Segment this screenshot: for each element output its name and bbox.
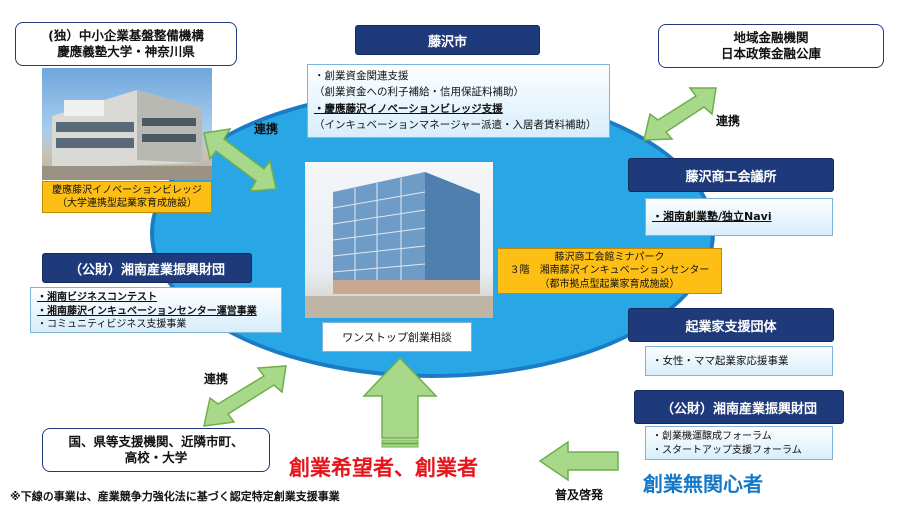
entrepreneur-support-list: ・女性・ママ起業家応援事業: [645, 346, 833, 376]
shonan-item-2: ・湘南藤沢インキュベーションセンター運営事業: [37, 305, 257, 317]
aspirants-label: 創業希望者、創業者: [289, 456, 478, 480]
org-line2: 高校・大学: [124, 450, 188, 465]
fujisawa-item-3: ・慶應藤沢イノベーションビレッジ支援: [314, 102, 503, 115]
keio-village-type: （大学連携型起業家育成施設）: [57, 198, 197, 209]
shonan-foundation-list: ・湘南ビジネスコンテスト ・湘南藤沢インキュベーションセンター運営事業 ・コミュ…: [30, 287, 282, 333]
org-line1: 地域金融機関: [733, 29, 809, 45]
chamber-header: 藤沢商工会議所: [628, 158, 834, 192]
fujisawa-city-title: 藤沢市: [427, 34, 467, 50]
onestop-consultation-box: ワンストップ創業相談: [322, 322, 472, 352]
keio-village-name: 慶應藤沢イノベーションビレッジ: [52, 184, 202, 196]
shonan-foundation-right-list: ・創業機運醸成フォーラム ・スタートアップ支援フォーラム: [645, 426, 833, 460]
shonan-item-1: ・湘南ビジネスコンテスト: [37, 292, 157, 303]
fukyu-label: 普及啓発: [555, 488, 604, 502]
footnote: ※下線の事業は、産業競争力強化法に基づく認定特定創業支援事業: [10, 490, 340, 503]
chamber-list: ・湘南創業塾/独立Navi: [645, 198, 833, 236]
keio-village-photo: [42, 68, 212, 180]
entrepreneur-support-header: 起業家支援団体: [628, 308, 834, 342]
minapark-name: 藤沢商工会館ミナパーク: [554, 251, 665, 263]
left-arrow-awareness: [538, 440, 619, 482]
fujisawa-item-1: ・創業資金関連支援: [314, 70, 409, 82]
onestop-label: ワンストップ創業相談: [342, 331, 452, 344]
shonan-foundation-title: （公財）湘南産業振興財団: [68, 262, 225, 278]
minapark-floor: ３階 湘南藤沢インキュベーションセンター: [509, 265, 710, 277]
org-smrj-keio-kanagawa: (独）中小企業基盤整備機構 慶應義塾大学・神奈川県: [15, 22, 237, 66]
uninterested-label: 創業無関心者: [643, 472, 763, 496]
shonan-foundation-header: （公財）湘南産業振興財団: [42, 253, 252, 283]
entrepreneur-support-title: 起業家支援団体: [685, 319, 777, 335]
shonan-foundation-right-title: （公財）湘南産業振興財団: [660, 401, 817, 417]
shonan-right-item-2: ・スタートアップ支援フォーラム: [652, 444, 802, 456]
org-regional-finance: 地域金融機関 日本政策金融公庫: [658, 24, 884, 68]
org-line2: 日本政策金融公庫: [720, 46, 821, 61]
shonan-item-3: ・コミュニティビジネス支援事業: [37, 319, 187, 330]
org-line1: (独）中小企業基盤整備機構: [48, 27, 204, 43]
up-arrow-to-consultation: [362, 356, 438, 448]
org-national-regional: 国、県等支援機関、近隣市町、 高校・大学: [42, 428, 270, 472]
double-arrow-bottom-left: [203, 365, 287, 427]
double-arrow-top-right: [643, 87, 717, 141]
fujisawa-item-4: （インキュベーションマネージャー派遣・入居者賃料補助）: [314, 118, 597, 131]
chamber-item: ・湘南創業塾/独立Navi: [652, 209, 772, 223]
minapark-label: 藤沢商工会館ミナパーク ３階 湘南藤沢インキュベーションセンター （都市拠点型起…: [497, 248, 722, 294]
renkei-label-top-left: 連携: [254, 122, 279, 136]
double-arrow-top-left: [203, 128, 277, 192]
fujisawa-item-2: （創業資金への利子補給・信用保証料補助）: [314, 86, 524, 99]
shonan-right-item-1: ・創業機運醸成フォーラム: [652, 431, 772, 442]
fujisawa-city-header: 藤沢市: [355, 25, 540, 55]
org-line1: 国、県等支援機関、近隣市町、: [68, 433, 244, 449]
minapark-type: （都市拠点型起業家育成施設）: [539, 278, 680, 290]
keio-village-label: 慶應藤沢イノベーションビレッジ （大学連携型起業家育成施設）: [42, 181, 212, 213]
org-line2: 慶應義塾大学・神奈川県: [57, 44, 195, 59]
chamber-title: 藤沢商工会議所: [685, 169, 777, 185]
renkei-label-bottom-left: 連携: [204, 372, 229, 386]
entrepreneur-support-item: ・女性・ママ起業家応援事業: [652, 354, 789, 367]
renkei-label-top-right: 連携: [716, 114, 741, 128]
shonan-foundation-right-header: （公財）湘南産業振興財団: [634, 390, 844, 424]
fujisawa-city-list: ・創業資金関連支援 （創業資金への利子補給・信用保証料補助） ・慶應藤沢イノベー…: [307, 64, 610, 138]
minapark-building-photo: [305, 162, 493, 318]
